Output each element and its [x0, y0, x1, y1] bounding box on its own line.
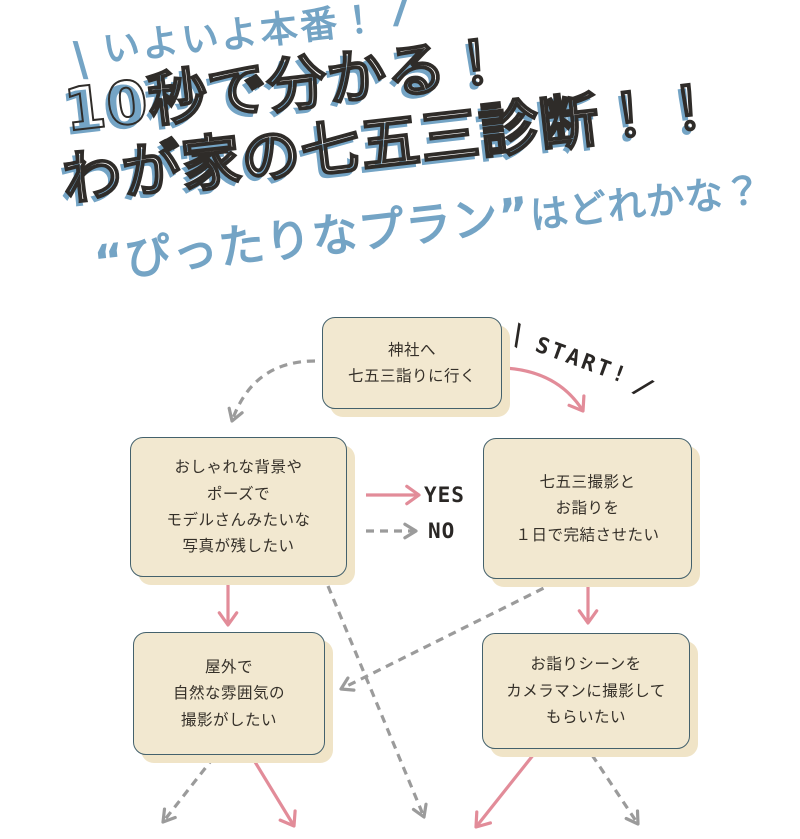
flow-node-question-left: おしゃれな背景やポーズでモデルさんみたいな写真が残したい: [130, 437, 347, 577]
node-text-line: カメラマンに撮影して: [506, 681, 666, 700]
node-text-line: 撮影がしたい: [180, 710, 277, 729]
node-text-line: １日で完結させたい: [515, 525, 660, 544]
bottomleft-yes-exit-arrow: [250, 756, 297, 828]
flow-node-start: 神社へ七五三詣りに行く: [322, 317, 502, 409]
node-text-line: 自然な雰囲気の: [172, 684, 285, 703]
legend-no-label: NO: [428, 519, 456, 543]
legend-yes-arrow: [366, 484, 421, 506]
node-text-line: 七五三撮影と: [539, 472, 636, 491]
node-text-line: 屋外で: [204, 657, 253, 676]
bottomleft-no-exit-arrow: [161, 756, 216, 824]
left-no-exit-arrow: [326, 585, 428, 819]
start-to-left-no-arrow: [227, 359, 316, 423]
node-text-line: おしゃれな背景や: [174, 458, 303, 477]
bottomright-no-exit-arrow: [590, 754, 640, 826]
decorative-slash-left: \: [71, 31, 90, 86]
node-text-line: お詣りを: [555, 499, 620, 518]
node-text-line: ポーズで: [206, 484, 271, 503]
decorative-slash-right: /: [393, 0, 412, 34]
flow-node-question-bottom-left: 屋外で自然な雰囲気の撮影がしたい: [133, 632, 325, 755]
node-text-line: もらいたい: [545, 708, 626, 727]
node-text-line: お詣りシーンを: [530, 655, 642, 674]
legend-no-arrow: [366, 522, 418, 540]
bottomright-yes-exit-arrow: [474, 753, 536, 829]
right-to-bottomright-yes-arrow: [577, 584, 599, 625]
node-text-line: 七五三詣りに行く: [347, 367, 476, 385]
legend-yes-label: YES: [424, 483, 465, 507]
start-to-right-yes-arrow: [503, 366, 586, 413]
node-text-line: 写真が残したい: [182, 537, 295, 556]
flow-node-question-bottom-right: お詣りシーンをカメラマンに撮影してもらいたい: [482, 633, 690, 749]
node-text-line: 神社へ: [387, 340, 436, 359]
right-to-bottomleft-no-arrow: [339, 580, 557, 692]
node-text-line: モデルさんみたいな: [166, 511, 311, 529]
left-to-bottomleft-yes-arrow: [217, 584, 239, 627]
flow-node-question-right: 七五三撮影とお詣りを １日で完結させたい: [483, 438, 692, 579]
